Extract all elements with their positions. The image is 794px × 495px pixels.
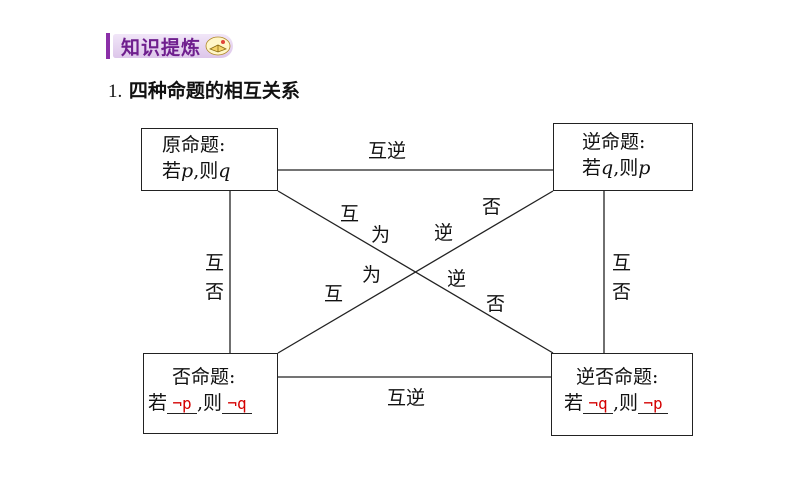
- book-icon: [205, 36, 231, 56]
- label-diag1-char4: 否: [486, 293, 506, 315]
- box-original-statement: 若p,则q: [162, 160, 231, 182]
- label-diag2-char2: 否: [482, 196, 502, 218]
- answer-blank: ¬p: [638, 395, 669, 414]
- box-original-proposition: 原命题: 若p,则q: [141, 128, 278, 191]
- label-diag2-char4: 互: [324, 283, 344, 305]
- box-contrapositive-statement: 若¬q,则¬p: [564, 390, 692, 416]
- box-contrapositive-heading: 逆否命题:: [576, 366, 659, 388]
- section-header: 知识提炼: [106, 33, 234, 59]
- box-original-heading: 原命题:: [162, 134, 226, 156]
- label-bottom-converse: 互逆: [387, 387, 426, 409]
- label-left-char2: 否: [205, 281, 225, 303]
- section-title-text: 四种命题的相互关系: [128, 80, 300, 102]
- label-left-char1: 互: [205, 252, 225, 274]
- section-number: 1.: [108, 81, 123, 102]
- label-right-char1: 互: [612, 252, 632, 274]
- section-title: 1. 四种命题的相互关系: [108, 76, 300, 103]
- label-diag1-char3: 逆: [447, 268, 467, 290]
- answer-blank: ¬q: [583, 395, 614, 414]
- label-diag1-char1: 互: [340, 203, 360, 225]
- line-diag-up: [277, 190, 554, 354]
- box-contrapositive-proposition: 逆否命题: 若¬q,则¬p: [551, 353, 693, 436]
- header-title: 知识提炼: [121, 36, 202, 59]
- header-pill: 知识提炼: [113, 34, 234, 59]
- label-diag2-char1: 逆: [434, 222, 454, 244]
- box-converse-proposition: 逆命题: 若q,则p: [553, 123, 693, 191]
- box-inverse-heading: 否命题:: [172, 366, 236, 388]
- label-right-char2: 否: [612, 281, 632, 303]
- answer-blank: ¬q: [222, 395, 253, 414]
- box-inverse-proposition: 否命题: 若¬p,则¬q: [143, 353, 278, 434]
- header-accent-bar: [106, 33, 110, 59]
- box-converse-statement: 若q,则p: [582, 157, 651, 179]
- box-converse-heading: 逆命题:: [582, 131, 646, 153]
- label-top-converse: 互逆: [368, 140, 407, 162]
- box-inverse-statement: 若¬p,则¬q: [148, 390, 277, 416]
- label-diag2-char3: 为: [362, 264, 382, 286]
- label-diag1-char2: 为: [371, 224, 391, 246]
- answer-blank: ¬p: [167, 395, 198, 414]
